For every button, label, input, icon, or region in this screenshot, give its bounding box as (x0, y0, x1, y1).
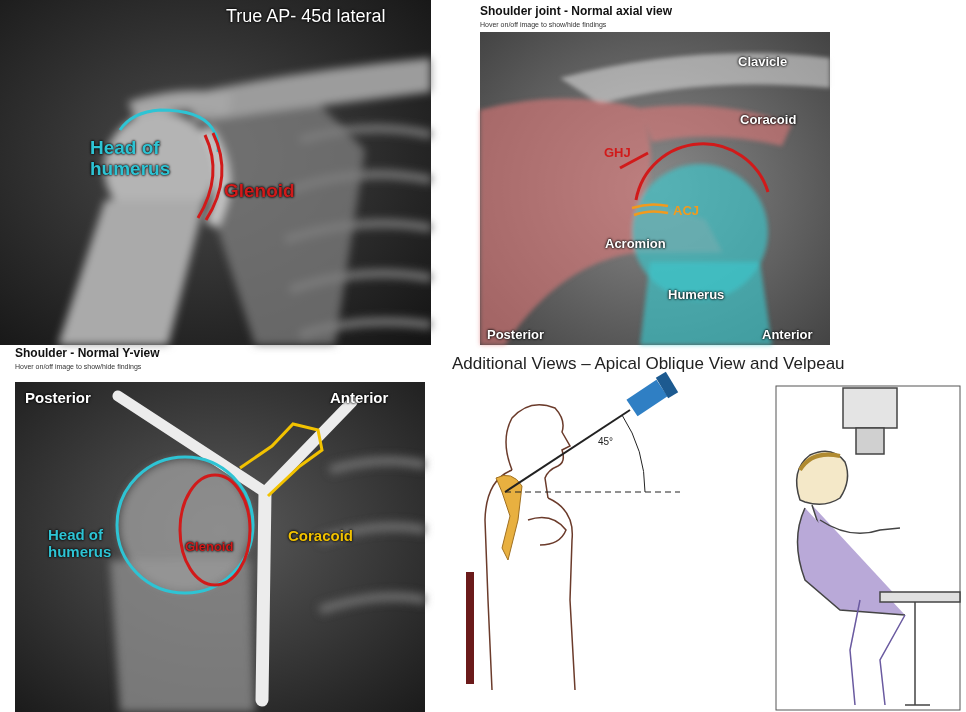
direction-label: Anterior (330, 390, 388, 407)
xray-ap (0, 0, 431, 345)
structure-label: Head of humerus (48, 527, 112, 560)
view-title: True AP- 45d lateral (226, 7, 385, 27)
structure-label: Head of humerus (90, 138, 172, 180)
panel-title: Shoulder joint - Normal axial view (480, 5, 672, 18)
direction-label: Posterior (25, 390, 91, 407)
velpeau-drawing (776, 386, 960, 710)
direction-label: Posterior (487, 328, 544, 342)
coracoid-outline (240, 424, 322, 496)
panel-title: Shoulder - Normal Y-view (15, 347, 159, 360)
structure-label: Humerus (668, 288, 724, 302)
glenoid-outline (198, 133, 222, 220)
structure-label: Glenoid (224, 181, 295, 202)
structure-label: Acromion (605, 237, 666, 251)
glenoid-outline (180, 475, 250, 585)
y-outline (118, 396, 352, 700)
xray-axial (480, 32, 830, 345)
apical-oblique-drawing (466, 382, 680, 690)
panel-subtitle: Hover on/off image to show/hide findings (480, 21, 606, 29)
structure-label: Coracoid (740, 113, 796, 127)
joint-arc (636, 144, 768, 200)
acj-lines (632, 204, 668, 215)
structure-label: Clavicle (738, 55, 787, 69)
angle-label: 45° (598, 436, 613, 447)
panel-subtitle: Hover on/off image to show/hide findings (15, 363, 141, 371)
structure-label: Coracoid (288, 528, 353, 545)
structure-label: ACJ (673, 204, 699, 218)
section-heading: Additional Views – Apical Oblique View a… (452, 355, 845, 374)
direction-label: Anterior (762, 328, 813, 342)
humeral-head-outline (117, 457, 253, 593)
structure-label: Glenoid (185, 540, 233, 554)
structure-label: GHJ (604, 146, 631, 160)
xray-y-view (15, 382, 425, 712)
